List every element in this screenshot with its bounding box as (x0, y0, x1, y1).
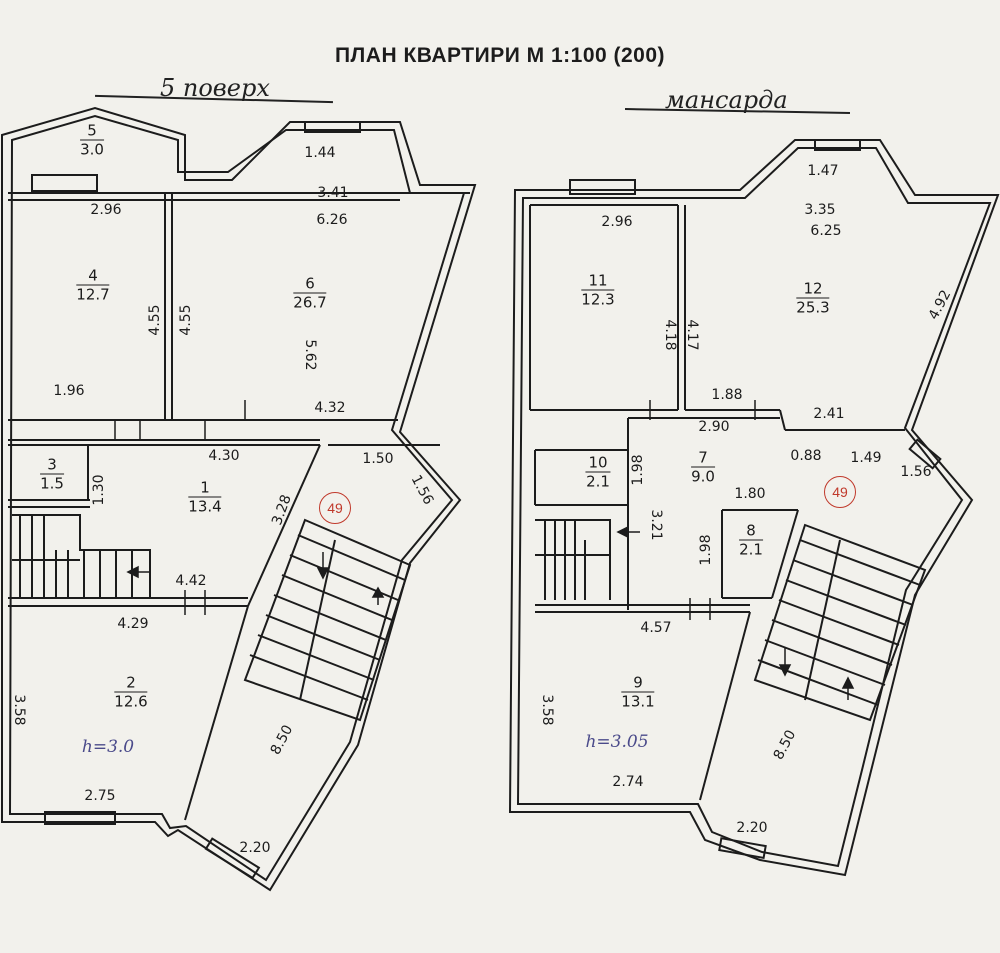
dimension-label: 1.98 (630, 454, 646, 486)
dimension-label: 4.29 (117, 616, 149, 632)
dimension-label: 1.98 (698, 534, 714, 566)
dimension-label: 4.55 (178, 304, 194, 336)
plan-title: ПЛАН КВАРТИРИ М 1:100 (200) (334, 44, 666, 67)
apartment-number-stamp-5th: 49 (319, 492, 351, 524)
dimension-label: 1.80 (734, 486, 766, 502)
dimension-label: 1.96 (53, 383, 85, 399)
dimension-label: 2.96 (90, 202, 122, 218)
dimension-label: 1.44 (304, 145, 336, 161)
dimension-label: 1.88 (711, 387, 743, 403)
dimension-label: 1.56 (900, 464, 932, 480)
dimension-label: 2.41 (813, 406, 845, 422)
dimension-label: 3.41 (317, 185, 349, 201)
dimension-label: 1.30 (91, 474, 107, 506)
dimension-label: 0.88 (790, 448, 822, 464)
dimension-label: 4.57 (640, 620, 672, 636)
dimension-label: 3.35 (804, 202, 836, 218)
dimension-label: 2.90 (698, 419, 730, 435)
dimension-label: 3.21 (648, 509, 664, 541)
dimension-label: 4.30 (208, 448, 240, 464)
ceiling-height-attic: h=3.05 (585, 732, 649, 752)
plan-5th-floor (1, 106, 477, 892)
dimension-label: 4.32 (314, 400, 346, 416)
dimension-label: 4.17 (684, 319, 700, 351)
dimension-label: 2.96 (601, 214, 633, 230)
dimension-label: 3.58 (11, 694, 27, 726)
dimension-label: 2.75 (84, 788, 116, 804)
dimension-label: 6.26 (316, 212, 348, 228)
dimension-label: 2.20 (736, 820, 768, 836)
apartment-number-stamp-attic: 49 (824, 476, 856, 508)
dimension-label: 3.58 (539, 694, 555, 726)
dimension-label: 1.49 (850, 450, 882, 466)
dimension-label: 6.25 (810, 223, 842, 239)
dimension-label: 1.47 (807, 163, 839, 179)
dimension-label: 4.42 (175, 573, 207, 589)
ceiling-height-5th: h=3.0 (81, 737, 135, 757)
dimension-label: 4.55 (147, 304, 163, 336)
dimension-label: 2.20 (239, 840, 271, 856)
dimension-label: 1.50 (362, 451, 394, 467)
plan-attic (508, 139, 1000, 877)
dimension-label: 5.62 (302, 339, 318, 371)
dimension-label: 4.18 (662, 319, 678, 351)
dimension-label: 2.74 (612, 774, 644, 790)
